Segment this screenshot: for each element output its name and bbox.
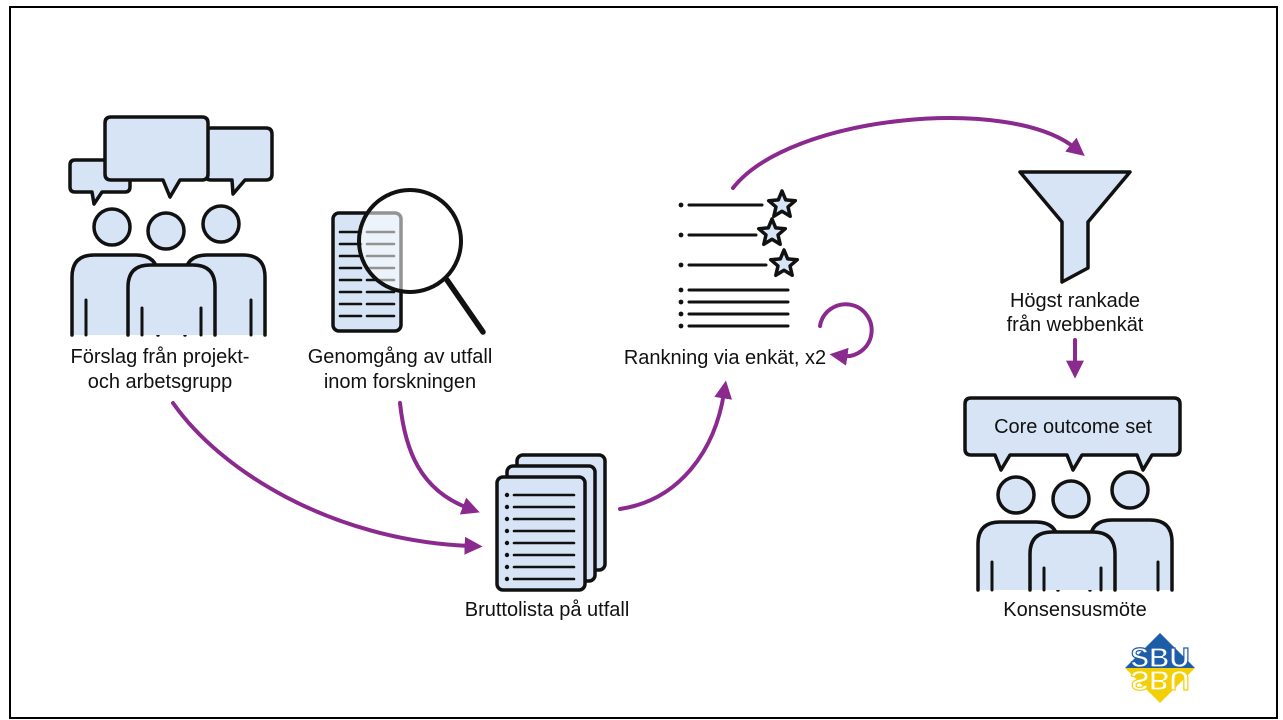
bullet-dot: [504, 576, 510, 582]
bullet-dot: [678, 232, 684, 238]
bullet-dot: [678, 202, 684, 208]
bullet-dot: [678, 287, 684, 293]
node-label-review-line-2: inom forskningen: [324, 371, 476, 393]
magnifier-lens: [357, 188, 463, 294]
bullet-dot: [504, 516, 510, 522]
person-head: [996, 475, 1036, 515]
funnel-icon: [1018, 170, 1132, 284]
logo-diamond-top: [1125, 633, 1195, 668]
arrow-ranking-to-funnel: [731, 116, 1085, 190]
person-body: [126, 263, 217, 337]
arrow-gross-list-to-ranking: [618, 380, 733, 511]
logo-text: SBU: [1130, 642, 1189, 673]
document-list-lines: [504, 492, 576, 582]
star-ranked-list-icon: [678, 189, 800, 329]
arrow-review-to-gross-list: [398, 401, 480, 515]
star-icon: [766, 189, 798, 219]
meeting-people-icon: [963, 396, 1182, 592]
people-with-speech-bubbles-icon: [68, 115, 274, 337]
star-icon: [756, 217, 788, 247]
bullet-dot: [504, 528, 510, 534]
bullet-dot: [504, 504, 510, 510]
sbu-logo: SBU SBU: [1125, 633, 1195, 703]
person-body: [1028, 530, 1117, 592]
logo-text-reflection: SBU: [1130, 665, 1189, 696]
repeat-loop-arrow: [818, 302, 874, 366]
bullet-dot: [678, 262, 684, 268]
person-head: [92, 207, 132, 247]
speech-bubble-middle: [103, 115, 210, 199]
person-head: [201, 204, 241, 244]
bullet-dot: [678, 311, 684, 317]
node-label-consensus: Konsensusmöte: [1003, 599, 1146, 621]
bullet-dot: [504, 552, 510, 558]
bullet-dot: [504, 540, 510, 546]
bullet-dot: [504, 564, 510, 570]
person-head: [1110, 470, 1150, 510]
person-head: [1051, 479, 1091, 519]
speech-bubble-right: [203, 126, 274, 196]
bullet-dot: [504, 492, 510, 498]
document-magnifying-glass-icon: [331, 188, 486, 335]
logo-text-reflection-group: SBU: [1130, 664, 1190, 696]
node-label-gross-list: Bruttolista på utfall: [465, 599, 630, 621]
magnifier-handle: [444, 277, 486, 335]
node-label-proposals-line-2: och arbetsgrupp: [88, 371, 233, 393]
node-label-proposals-line-1: Förslag från projekt-: [71, 346, 250, 368]
bullet-dot: [678, 323, 684, 329]
logo-diamond-bottom: [1125, 668, 1195, 703]
funnel-shape: [1018, 170, 1132, 284]
node-label-top-ranked-line-1: Högst rankade: [1010, 290, 1140, 312]
slide-frame: [9, 6, 1278, 719]
person-head: [146, 211, 186, 251]
document-sheet-front: [495, 475, 587, 592]
core-outcome-set-text: Core outcome set: [994, 416, 1152, 438]
arrow-proposals-to-gross-list: [171, 401, 483, 555]
node-label-review-line-1: Genomgång av utfall: [308, 346, 493, 368]
star-icon: [768, 248, 800, 278]
flow-arrows: [171, 116, 1085, 555]
node-label-ranking: Rankning via enkät, x2: [624, 347, 826, 369]
bullet-dot: [678, 299, 684, 305]
core-outcome-speech-bubble: [963, 396, 1182, 472]
node-label-top-ranked-line-2: från webbenkät: [1007, 314, 1144, 336]
document-stack-icon: [495, 453, 607, 592]
